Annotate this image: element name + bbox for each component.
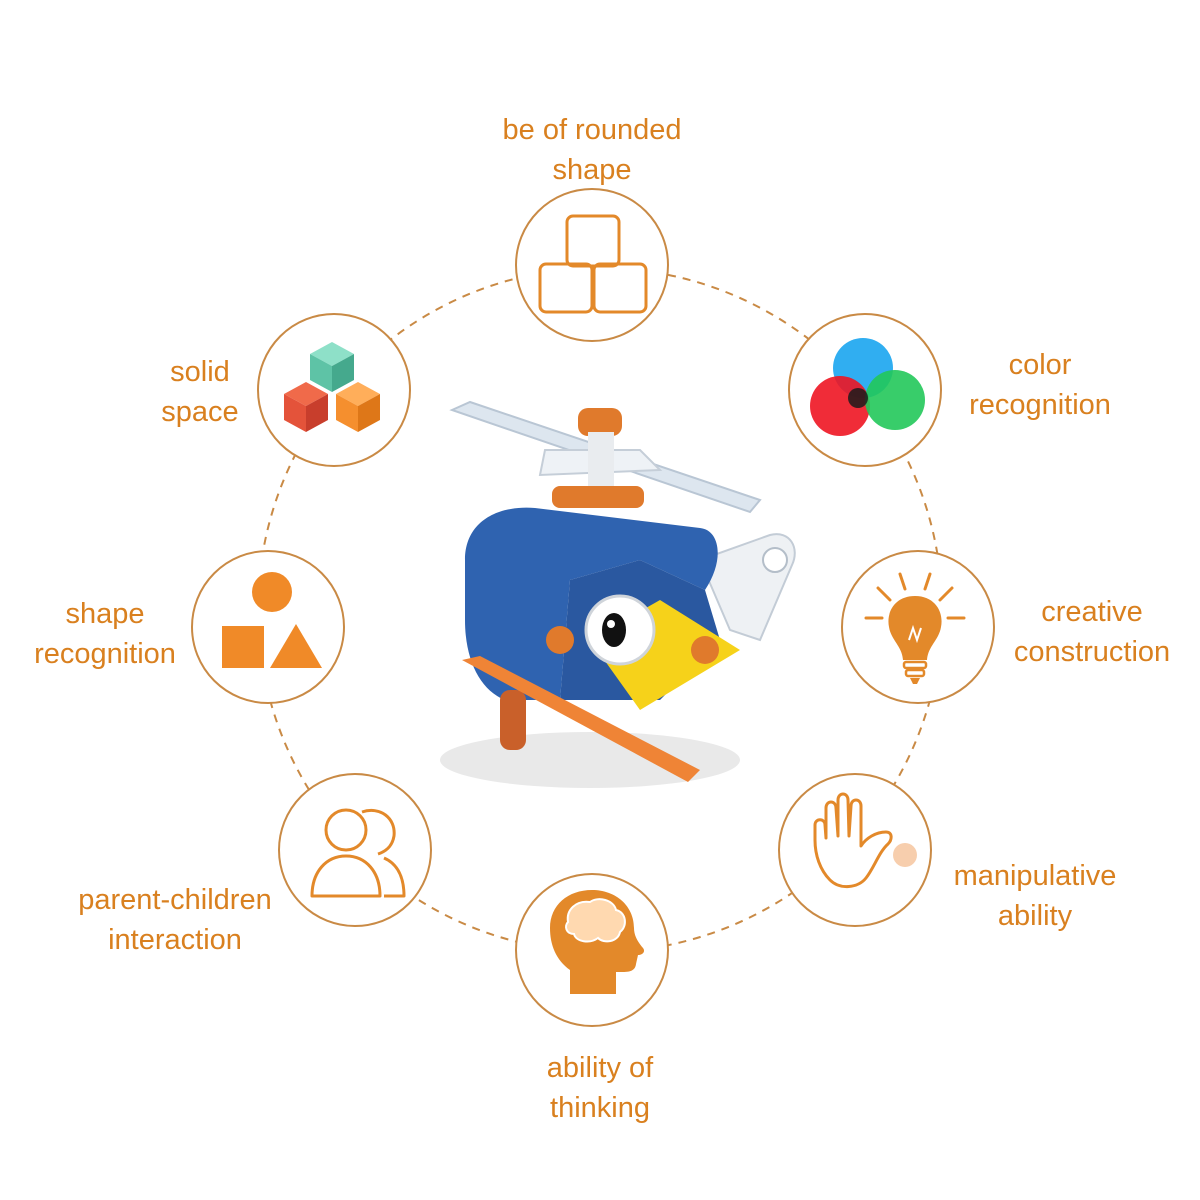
- label-thinking-line2: thinking: [550, 1092, 650, 1124]
- feature-circle-creative: [841, 550, 995, 704]
- people-icon: [310, 808, 406, 898]
- stacked-squares-icon: [538, 214, 648, 314]
- label-manipulative-line2: ability: [997, 900, 1073, 932]
- label-shape-line2: recognition: [34, 638, 176, 670]
- shapes-icon: [222, 572, 322, 668]
- cubes-icon: [284, 342, 380, 432]
- label-parent: parent-children interaction: [60, 880, 290, 960]
- hand-icon: [813, 792, 917, 888]
- feature-circle-thinking: [515, 873, 669, 1027]
- toy-helicopter-illustration: [440, 400, 796, 788]
- label-manipulative-line1: manipulative: [953, 860, 1117, 892]
- label-manipulative: manipulative ability: [940, 856, 1130, 936]
- label-color-line1: color: [1008, 349, 1072, 381]
- label-shape: shape recognition: [15, 594, 195, 674]
- feature-circle-rounded: [515, 188, 669, 342]
- label-rounded: be of rounded shape: [448, 110, 736, 190]
- label-creative: creative construction: [1002, 592, 1182, 672]
- label-solid: solid space: [140, 352, 260, 432]
- feature-circle-shape: [191, 550, 345, 704]
- label-parent-line2: interaction: [108, 924, 242, 956]
- label-solid-line2: space: [161, 396, 239, 428]
- feature-circle-manipulative: [778, 773, 932, 927]
- label-creative-line1: creative: [1041, 596, 1143, 628]
- label-thinking: ability of thinking: [500, 1048, 700, 1128]
- label-rounded-line2: shape: [552, 154, 632, 186]
- label-parent-line1: parent-children: [78, 884, 272, 916]
- label-thinking-line1: ability of: [546, 1052, 654, 1084]
- label-color: color recognition: [950, 345, 1130, 425]
- label-solid-line1: solid: [170, 356, 230, 388]
- label-creative-line2: construction: [1013, 636, 1171, 668]
- feature-circle-parent: [278, 773, 432, 927]
- color-circles-icon: [810, 338, 925, 436]
- feature-circle-color: [788, 313, 942, 467]
- head-brain-icon: [550, 890, 645, 994]
- label-rounded-line1: be of rounded: [502, 114, 682, 146]
- label-shape-line1: shape: [65, 598, 145, 630]
- lightbulb-icon: [864, 572, 966, 684]
- label-color-line2: recognition: [969, 389, 1111, 421]
- feature-circle-solid: [257, 313, 411, 467]
